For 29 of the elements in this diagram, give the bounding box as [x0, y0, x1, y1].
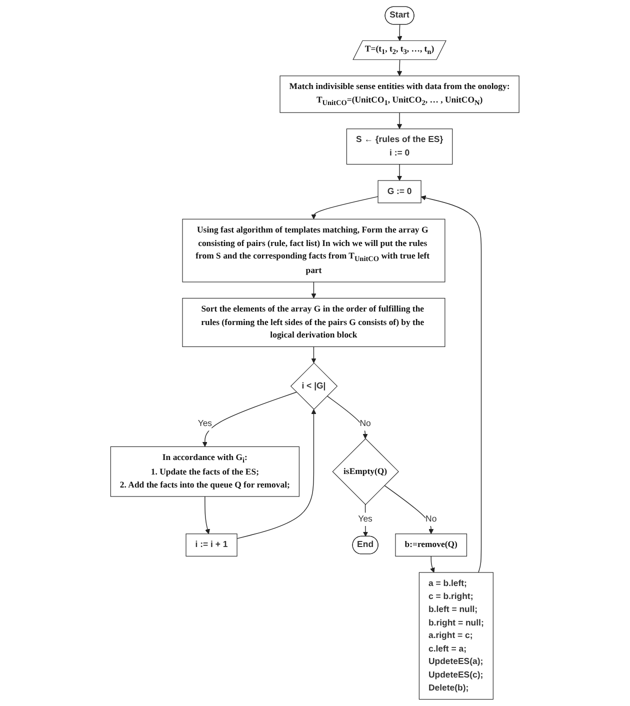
node-box	[182, 298, 446, 348]
arrow	[311, 346, 316, 364]
node-box	[378, 180, 422, 204]
node-box	[182, 218, 446, 282]
node-diamond	[290, 362, 338, 410]
arrow	[397, 60, 402, 76]
arrow	[397, 24, 402, 42]
arrow	[202, 392, 297, 447]
edge-label: No	[426, 514, 437, 524]
arrow	[430, 556, 435, 573]
arrow	[420, 195, 482, 573]
arrow	[236, 409, 316, 539]
arrow	[204, 496, 210, 534]
edge-label: Yes	[358, 514, 373, 524]
edge-label: No	[360, 418, 371, 428]
arrow	[311, 196, 379, 220]
arrow	[326, 396, 368, 439]
arrow	[397, 112, 402, 130]
node-box	[395, 534, 468, 557]
arrow	[397, 164, 402, 181]
node-box	[280, 76, 520, 113]
arrow	[384, 485, 434, 534]
node-box	[346, 128, 453, 165]
edge-label: Yes	[198, 418, 212, 428]
node-diamond	[332, 438, 400, 505]
node-box	[186, 534, 238, 557]
arrow	[311, 282, 316, 298]
node-box	[419, 572, 494, 700]
node-box	[110, 446, 300, 497]
